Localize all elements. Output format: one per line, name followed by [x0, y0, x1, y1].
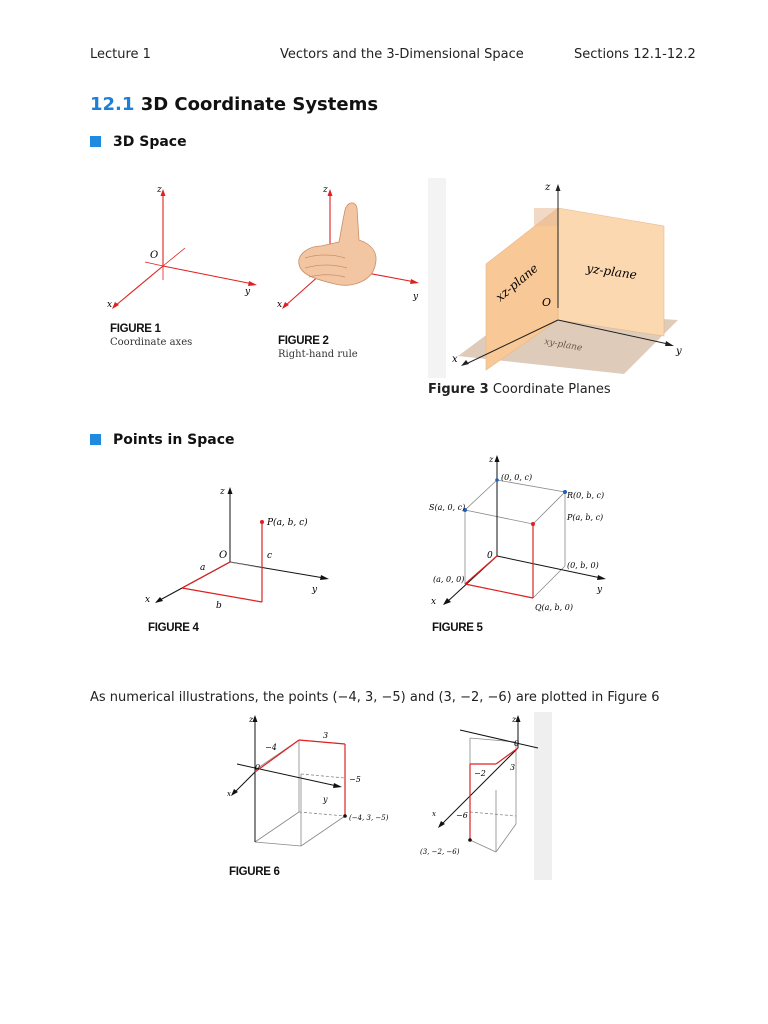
fig1-y-label: y	[244, 287, 251, 297]
figure3-diagram: z y x O xz-plane yz-plane xy-plane	[428, 178, 682, 378]
fig4-c-label: c	[267, 551, 272, 561]
section-heading: 12.1 3D Coordinate Systems	[90, 94, 378, 115]
right-hand-illustration	[298, 202, 377, 286]
subsection-3d-space: 3D Space	[90, 134, 187, 150]
fig3-origin-label: O	[542, 296, 551, 309]
fig2-z-label: z	[322, 185, 328, 195]
fig4-x-label: x	[145, 595, 150, 605]
figure5-caption: FIGURE 5	[432, 620, 483, 634]
fig4-a-label: a	[200, 563, 205, 573]
fig5-origin-label: 0	[487, 551, 493, 561]
square-bullet-icon	[90, 136, 101, 147]
figure1-diagram: z y x O	[107, 185, 257, 310]
subsection-points-in-space: Points in Space	[90, 432, 235, 448]
figure3-label: Figure 3	[428, 382, 489, 397]
fig5-r-label: R(0, b, c)	[566, 491, 604, 500]
fig4-origin-label: O	[219, 550, 227, 561]
fig6b-point-label: (3, −2, −6)	[420, 848, 460, 856]
figure2-label: FIGURE 2	[278, 335, 329, 347]
figure3-caption: Figure 3 Coordinate Planes	[428, 382, 611, 397]
figure6-caption: FIGURE 6	[229, 864, 280, 878]
header-left: Lecture 1	[90, 47, 151, 62]
fig3-z-label: z	[544, 182, 551, 193]
fig2-y-label: y	[412, 292, 419, 302]
figure4-caption: FIGURE 4	[148, 620, 199, 634]
fig6a-z-label: z	[248, 715, 254, 724]
fig6b-origin-label: 0	[514, 739, 519, 748]
subsection-title: Points in Space	[113, 432, 235, 448]
fig4-point-label: P(a, b, c)	[266, 517, 308, 528]
fig5-a00-label: (a, 0, 0)	[433, 575, 464, 584]
header-center: Vectors and the 3-Dimensional Space	[280, 47, 524, 62]
figure4-label: FIGURE 4	[148, 622, 199, 634]
fig1-z-label: z	[156, 185, 162, 195]
figure1-caption-text: Coordinate axes	[110, 337, 193, 348]
fig5-b0-label: (0, b, 0)	[567, 561, 599, 570]
figure2-diagram: z y x	[277, 185, 419, 310]
fig6b-minus6-label: −6	[456, 811, 468, 820]
subsection-title: 3D Space	[113, 134, 187, 150]
fig5-y-label: y	[596, 585, 603, 595]
fig6b-z-label: z	[511, 715, 517, 724]
fig6a-minus4-label: −4	[265, 743, 277, 752]
figure2-caption-text: Right-hand rule	[278, 349, 358, 360]
fig4-y-label: y	[311, 585, 318, 595]
figure5-label: FIGURE 5	[432, 622, 483, 634]
figure5-diagram: z y x 0 (0, 0, c) R(0, b, c) S(a, 0, c) …	[429, 455, 606, 612]
figure3-caption-text: Coordinate Planes	[492, 382, 611, 397]
fig5-x-label: x	[431, 597, 436, 607]
figure1-caption: FIGURE 1 Coordinate axes	[110, 321, 192, 348]
fig5-s-label: S(a, 0, c)	[429, 503, 465, 512]
fig6a-x-label: x	[227, 790, 231, 798]
fig5-p00c-label: (0, 0, c)	[501, 473, 532, 482]
fig5-q-label: Q(a, b, 0)	[535, 603, 573, 612]
fig6a-minus5-label: −5	[349, 775, 361, 784]
fig4-z-label: z	[219, 487, 225, 497]
illustration-paragraph: As numerical illustrations, the points (…	[90, 690, 660, 705]
section-title: 3D Coordinate Systems	[140, 94, 379, 115]
figure6-label: FIGURE 6	[229, 866, 280, 878]
fig5-z-label: z	[488, 455, 494, 464]
fig4-b-label: b	[216, 601, 222, 611]
fig5-p-label: P(a, b, c)	[566, 513, 603, 522]
fig6a-point-label: (−4, 3, −5)	[349, 814, 389, 822]
fig6a-y-label: y	[322, 795, 328, 804]
x-axis	[114, 265, 164, 307]
fig1-x-label: x	[107, 300, 112, 310]
section-number: 12.1	[90, 94, 135, 115]
figure1-label: FIGURE 1	[110, 323, 161, 335]
fig6b-minus2-label: −2	[474, 769, 486, 778]
fig1-origin-label: O	[150, 250, 158, 261]
header-right: Sections 12.1-12.2	[574, 47, 696, 62]
y-axis	[162, 265, 254, 285]
fig3-y-label: y	[675, 346, 682, 357]
fig6b-3-label: 3	[510, 763, 515, 772]
fig6a-3-label: 3	[323, 731, 328, 740]
figure6-right-diagram: z 0 x −2 3 −6 (3, −2, −6)	[420, 712, 552, 880]
figure4-diagram: z y x O P(a, b, c) a b c	[145, 487, 329, 611]
fig6a-origin-label: 0	[255, 763, 260, 772]
figure2-caption: FIGURE 2 Right-hand rule	[278, 333, 358, 360]
square-bullet-icon	[90, 434, 101, 445]
fig2-x-label: x	[277, 300, 282, 310]
fig3-x-label: x	[452, 354, 458, 365]
figure6-left-diagram: z y x 0 −4 3 −5 (−4, 3, −5)	[227, 715, 389, 847]
fig6b-x-label: x	[432, 810, 436, 818]
